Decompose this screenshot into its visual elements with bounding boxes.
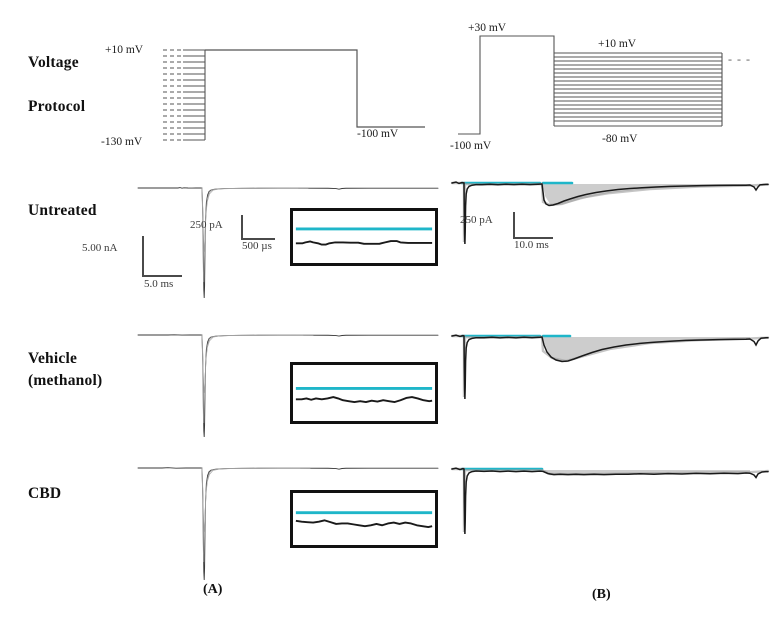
scalebar-a-current-bar [142,236,144,276]
scalebar-a-inset-current-label: 250 pA [190,219,223,231]
scalebar-a-time-label: 5.0 ms [144,278,174,290]
scalebar-b-time-bar [513,237,553,239]
protocol-a-waveform [163,49,425,141]
panel-letter-a: (A) [203,582,223,597]
protocol-b-waveform [458,35,723,135]
row-label-voltage-protocol: Voltage Protocol [28,52,85,119]
panel-letter-b: (B) [592,587,611,602]
inset-a-untreated [290,208,438,266]
protocol-b-prepulse-label: +30 mV [468,22,507,34]
row-label-untreated: Untreated [28,202,97,219]
vehicle-label-line2: (methanol) [28,372,103,390]
protocol-a-bottom-level-label: -130 mV [101,136,143,148]
protocol-label: Protocol [28,98,86,116]
scalebar-a-inset-time-bar [241,238,275,240]
scalebar-a-time-bar [142,275,182,277]
row-label-cbd: CBD [28,485,62,502]
protocol-b-diagram: +30 mV -100 mV +10 mV -80 mV - - - [450,8,770,163]
trace-b-vehicle [450,334,770,400]
inset-a-vehicle [290,362,438,424]
trace-b-untreated-shade [543,184,750,205]
trace-a-untreated [137,187,439,299]
protocol-b-family-top-label: +10 mV [598,38,637,50]
protocol-b-holding-label: -100 mV [450,140,492,152]
trace-a-vehicle [137,334,439,438]
scalebar-b-current-label: 250 pA [460,214,493,226]
scalebar-a-inset-time-label: 500 µs [242,240,272,252]
trace-b-cbd [450,467,770,535]
protocol-a-diagram: +10 mV -130 mV -100 mV [101,20,425,160]
scalebar-a-inset-current-bar [241,215,243,239]
trace-b-untreated [450,181,770,245]
scalebar-b-current-bar [513,212,515,238]
trace-b-vehicle-shade [543,337,750,361]
vehicle-label-line1: Vehicle [28,350,78,367]
protocol-a-tail-level-label: -100 mV [357,128,399,140]
trace-a-cbd [137,467,439,581]
protocol-a-top-level-label: +10 mV [105,44,144,56]
protocol-b-family-bottom-label: -80 mV [602,133,638,145]
scalebar-a-current-label: 5.00 nA [82,242,118,254]
voltage-label: Voltage [28,54,79,71]
inset-a-vehicle-plot [295,387,433,403]
inset-a-untreated-plot [295,227,433,246]
row-label-vehicle: Vehicle (methanol) [28,348,102,393]
inset-a-cbd-plot [295,511,433,529]
protocol-b-continuation-label: - - - [728,52,751,66]
scalebar-b-time-label: 10.0 ms [514,239,549,251]
inset-a-cbd [290,490,438,548]
